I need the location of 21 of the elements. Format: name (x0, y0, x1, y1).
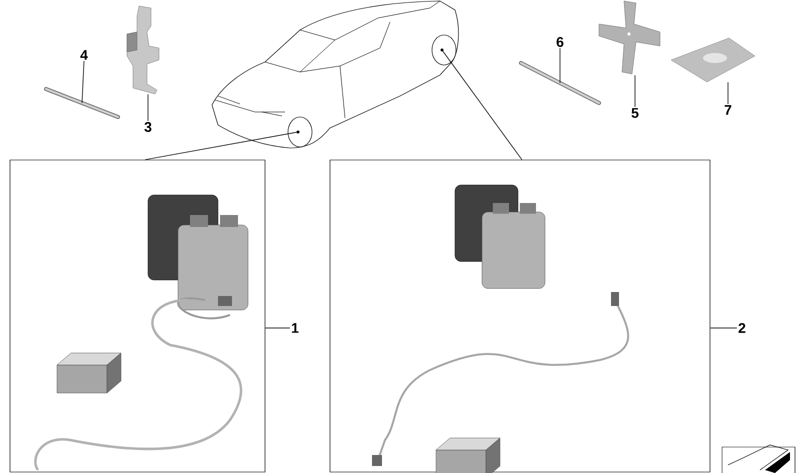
leader-line (82, 60, 84, 104)
callout-number: 3 (144, 122, 152, 132)
callout-number: 2 (738, 323, 746, 333)
leader-line (634, 74, 636, 108)
callout-number: 4 (80, 50, 88, 60)
leader-line (144, 132, 298, 160)
clip-drawing (598, 0, 660, 74)
callout-number: 7 (724, 105, 732, 115)
pin-drawing (44, 87, 120, 119)
parts-frame (10, 160, 266, 472)
parts-frame (330, 160, 710, 473)
wheel-drawing (288, 116, 312, 148)
wheel-drawing (432, 34, 456, 66)
callout-number: 1 (292, 323, 299, 333)
clip-drawing (126, 6, 160, 94)
grease-packet-drawing (670, 38, 756, 82)
callout-number: 6 (556, 37, 564, 47)
leader-line (442, 50, 522, 160)
callout-number: 5 (632, 108, 638, 118)
car-drawing (212, 0, 459, 148)
pin-drawing (519, 61, 601, 105)
